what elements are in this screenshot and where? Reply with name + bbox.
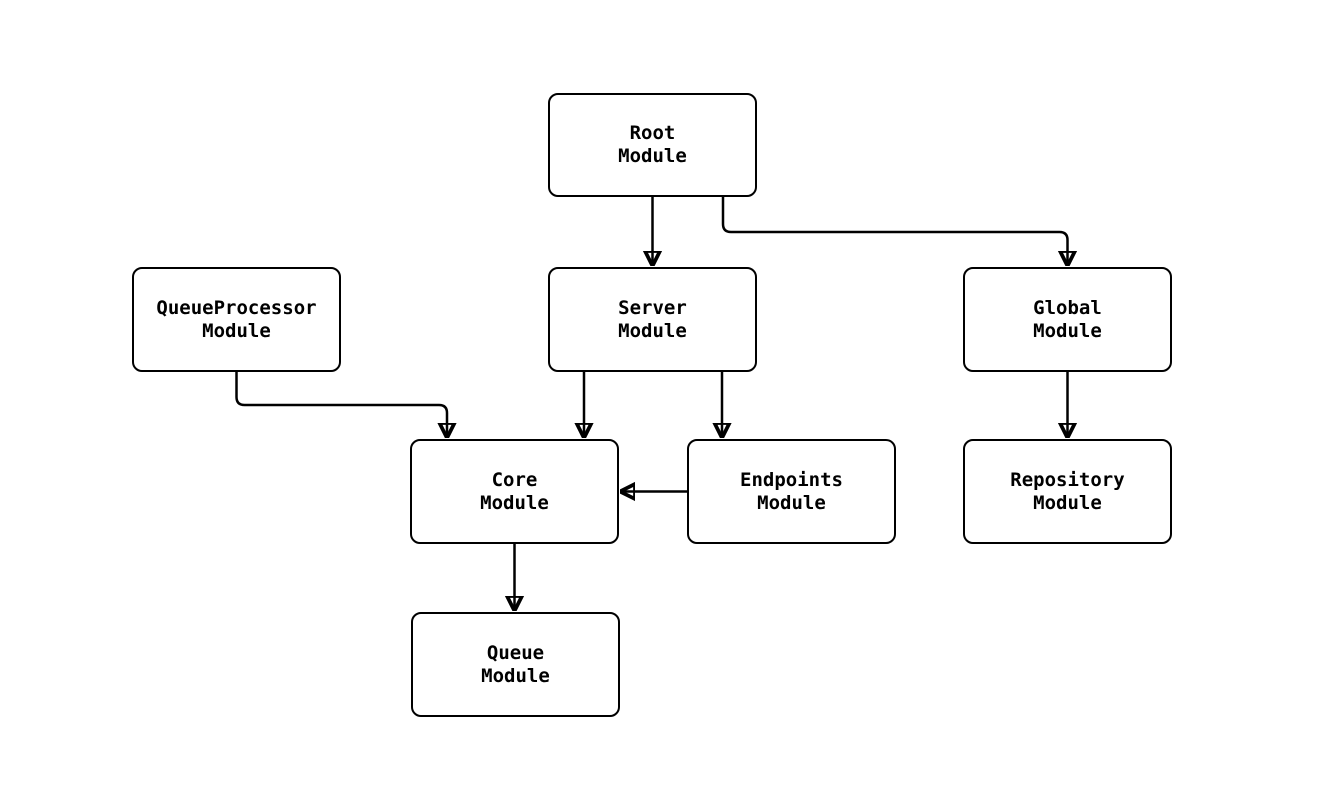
node-label-line: Root	[629, 122, 676, 144]
node-server-module: Server Module	[548, 267, 757, 372]
edge-queueprocessor-to-core	[235, 372, 448, 438]
node-core-module: Core Module	[410, 439, 619, 544]
edge-root-to-global	[721, 197, 1068, 266]
node-label-line: Module	[757, 491, 826, 514]
node-endpoints-module: Endpoints Module	[687, 439, 896, 544]
node-label-line: Module	[618, 145, 687, 167]
node-queue-module: Queue Module	[411, 612, 620, 717]
node-global-module: Global Module	[963, 267, 1172, 372]
node-label-line: Module	[480, 491, 549, 514]
node-label-line: Module	[1033, 319, 1102, 342]
node-label-line: Core	[491, 468, 538, 491]
node-label-line: Queue	[486, 641, 545, 664]
node-label-line: Server	[618, 296, 687, 319]
node-root-module: Root Module	[548, 93, 757, 197]
node-queueprocessor-module: QueueProcessor Module	[132, 267, 341, 372]
node-repository-module: Repository Module	[963, 439, 1172, 544]
node-label-line: Module	[1033, 491, 1102, 514]
node-label-line: QueueProcessor	[156, 296, 317, 319]
node-label-line: Global	[1033, 296, 1102, 319]
node-label-line: Module	[618, 319, 687, 342]
node-label-line: Module	[202, 319, 271, 342]
node-label-line: Endpoints	[740, 468, 843, 491]
node-label-line: Module	[481, 664, 550, 687]
node-label-line: Repository	[1010, 468, 1125, 491]
